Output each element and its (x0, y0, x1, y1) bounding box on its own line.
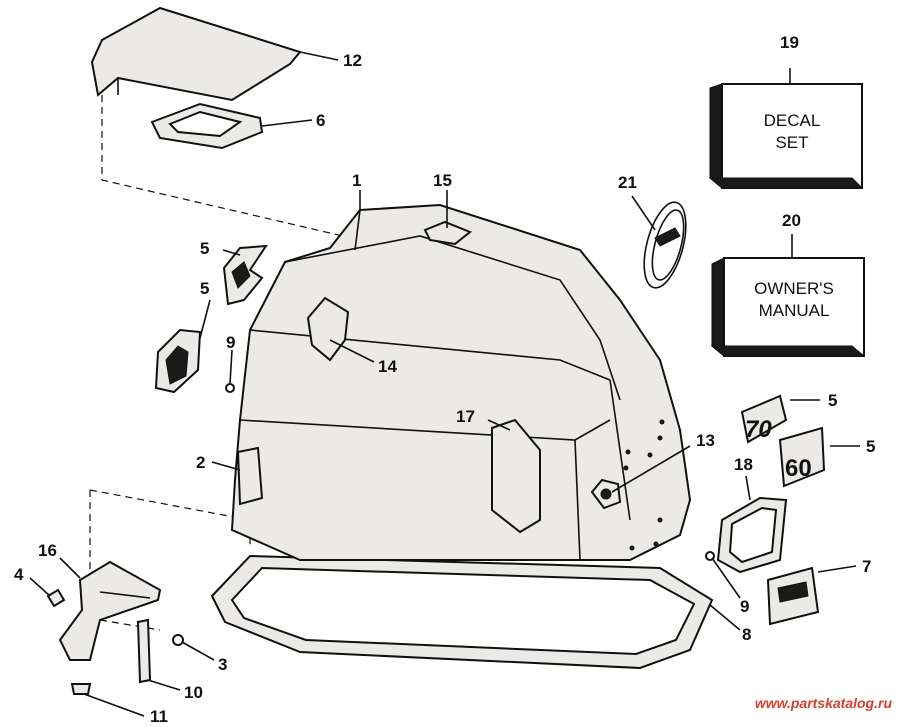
manual-box-line2: MANUAL (759, 301, 830, 320)
decal-box-line1: DECAL (764, 111, 821, 130)
part-2-label (236, 446, 264, 506)
part-16-bracket (58, 560, 162, 661)
part-5-badge-60: 60 (778, 426, 826, 488)
callout-11: 11 (150, 707, 168, 726)
callout-5-badge70: 5 (828, 391, 837, 410)
part-9-screw-left (225, 383, 235, 393)
callout-9-right: 9 (740, 597, 749, 616)
part-4-nut (46, 588, 66, 608)
part-18-plate (716, 496, 788, 574)
decal-box-line2: SET (775, 133, 808, 152)
watermark: www.partskatalog.ru (755, 695, 893, 711)
callout-16: 16 (38, 541, 57, 560)
part-19-decal-box (708, 83, 864, 190)
part-1-main-cowl (230, 203, 692, 561)
callout-3: 3 (218, 655, 227, 674)
callout-5-badge60: 5 (866, 437, 875, 456)
callout-1: 1 (352, 171, 361, 190)
callout-5-upper: 5 (200, 239, 209, 258)
part-5-decal-lower (154, 328, 202, 394)
part-8-seal-frame (210, 554, 714, 670)
part-13-grommet (590, 478, 622, 510)
part-5-badge-70: 70 (740, 394, 788, 444)
guide-line (99, 619, 161, 631)
callout-21: 21 (618, 173, 637, 192)
part-10-clip (136, 618, 152, 684)
callout-19: 19 (780, 33, 799, 52)
badge-60-text: 60 (785, 455, 812, 482)
guide-line (89, 489, 251, 548)
callout-7: 7 (862, 557, 871, 576)
callout-20: 20 (782, 211, 801, 230)
callout-9-left: 9 (226, 333, 235, 352)
callout-2: 2 (196, 453, 205, 472)
part-20-manual-box (710, 257, 866, 358)
part-11-knob (70, 683, 92, 695)
callout-18: 18 (734, 455, 753, 474)
part-6-seal-ring (150, 102, 264, 150)
part-17-label (491, 418, 541, 534)
part-3-screw (172, 634, 184, 646)
part-15-latch (423, 220, 472, 246)
callout-6: 6 (316, 111, 325, 130)
callout-12: 12 (343, 51, 362, 70)
callout-4: 4 (14, 565, 24, 584)
callout-10: 10 (184, 683, 203, 702)
rivet-holes (623, 419, 665, 551)
part-21-cord (643, 201, 687, 289)
manual-box-line1: OWNER'S (754, 279, 834, 298)
callout-5-lower: 5 (200, 279, 209, 298)
callout-17: 17 (456, 407, 475, 426)
part-12-top-cover (90, 6, 302, 102)
part-7-decal-patch (766, 566, 820, 626)
part-5-decal-upper (222, 244, 268, 306)
callout-14: 14 (378, 357, 397, 376)
callout-8: 8 (742, 625, 751, 644)
callout-15: 15 (433, 171, 452, 190)
callout-13: 13 (696, 431, 715, 450)
guide-line (101, 95, 361, 241)
leader-lines (29, 51, 860, 717)
badge-70-text: 70 (745, 416, 772, 443)
